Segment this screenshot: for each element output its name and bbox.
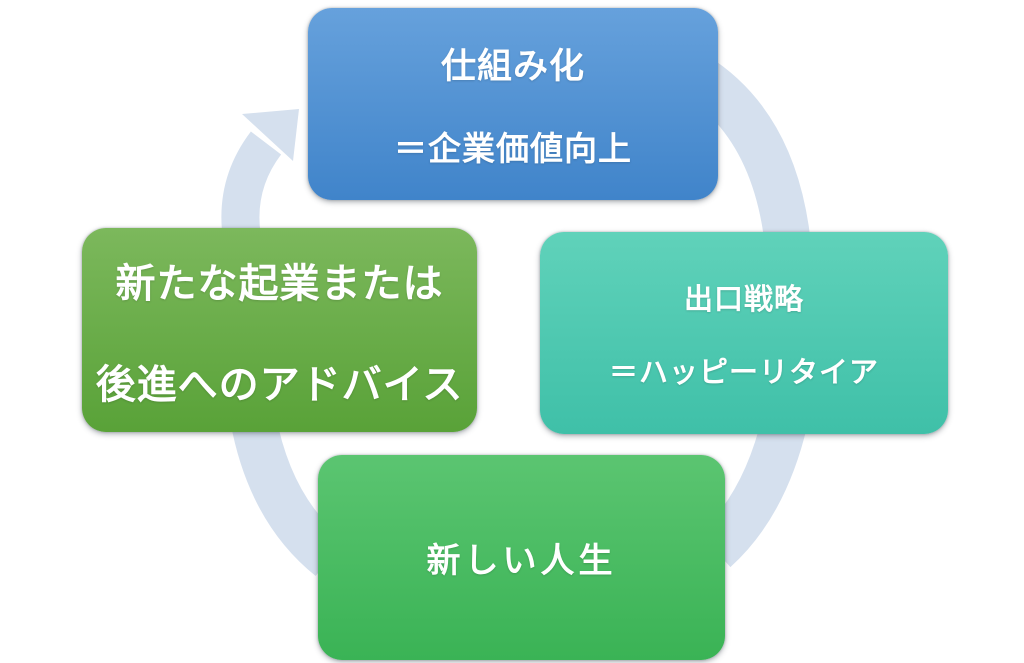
cycle-node-new-life: 新しい人生: [318, 455, 725, 660]
node-label: 新たな起業または: [115, 261, 444, 306]
cycle-node-exit-strategy: 出口戦略 ＝ハッピーリタイア: [540, 232, 948, 434]
node-sublabel: ＝ハッピーリタイア: [608, 356, 879, 389]
cycle-node-systematization: 仕組み化 ＝企業価値向上: [308, 8, 718, 200]
node-sublabel: ＝企業価値向上: [394, 130, 632, 167]
cycle-arc-bottom-left: [230, 413, 345, 576]
cycle-node-new-venture-or-advice: 新たな起業または 後進へのアドバイス: [82, 228, 477, 432]
cycle-arrowhead-icon: [242, 109, 299, 161]
node-sublabel: 後進へのアドバイス: [95, 362, 464, 407]
node-label: 出口戦略: [683, 283, 804, 316]
node-label: 仕組み化: [440, 47, 585, 86]
cycle-arc-top-left: [221, 131, 282, 241]
node-label: 新しい人生: [426, 542, 617, 580]
cycle-arc-bottom-right: [699, 414, 808, 568]
